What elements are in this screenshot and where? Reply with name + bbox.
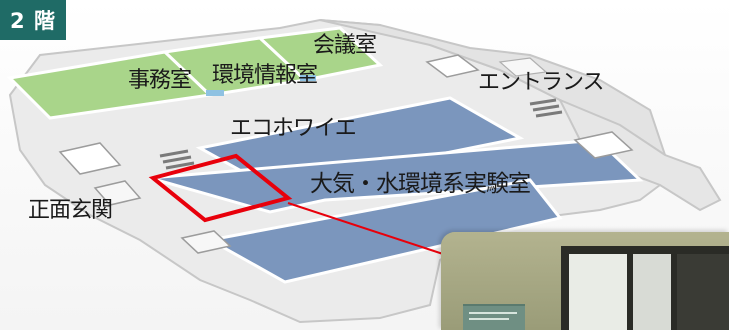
window-strip (300, 75, 316, 81)
highlighted-room (148, 153, 293, 223)
room-small (573, 131, 634, 159)
room-small (93, 180, 142, 206)
stairs-icon (529, 98, 563, 118)
room-small (425, 54, 480, 78)
label-jimushitsu: 事務室 (128, 68, 192, 93)
room-small (58, 142, 122, 175)
room-kaigishitsu (256, 26, 384, 82)
label-lab: 大気・水環境系実験室 (310, 171, 531, 197)
stairs-icon (159, 149, 195, 170)
building-upper-wing (319, 19, 667, 157)
room-small (180, 230, 232, 254)
label-kankyo-johoshitsu: 環境情報室 (212, 63, 318, 88)
callout-line (287, 202, 447, 256)
label-eco-foyer: エコホワイエ (230, 116, 357, 141)
window-strip (206, 90, 224, 96)
room-small (498, 57, 548, 77)
room-sign (463, 304, 525, 330)
label-kaigishitsu: 会議室 (313, 33, 377, 58)
label-front-entrance: 正面玄関 (28, 198, 113, 223)
floor-badge: 2 階 (0, 0, 66, 40)
room-lab-lower (205, 178, 563, 284)
label-entrance: エントランス (478, 70, 605, 95)
lab-entrance-photo (441, 232, 729, 330)
